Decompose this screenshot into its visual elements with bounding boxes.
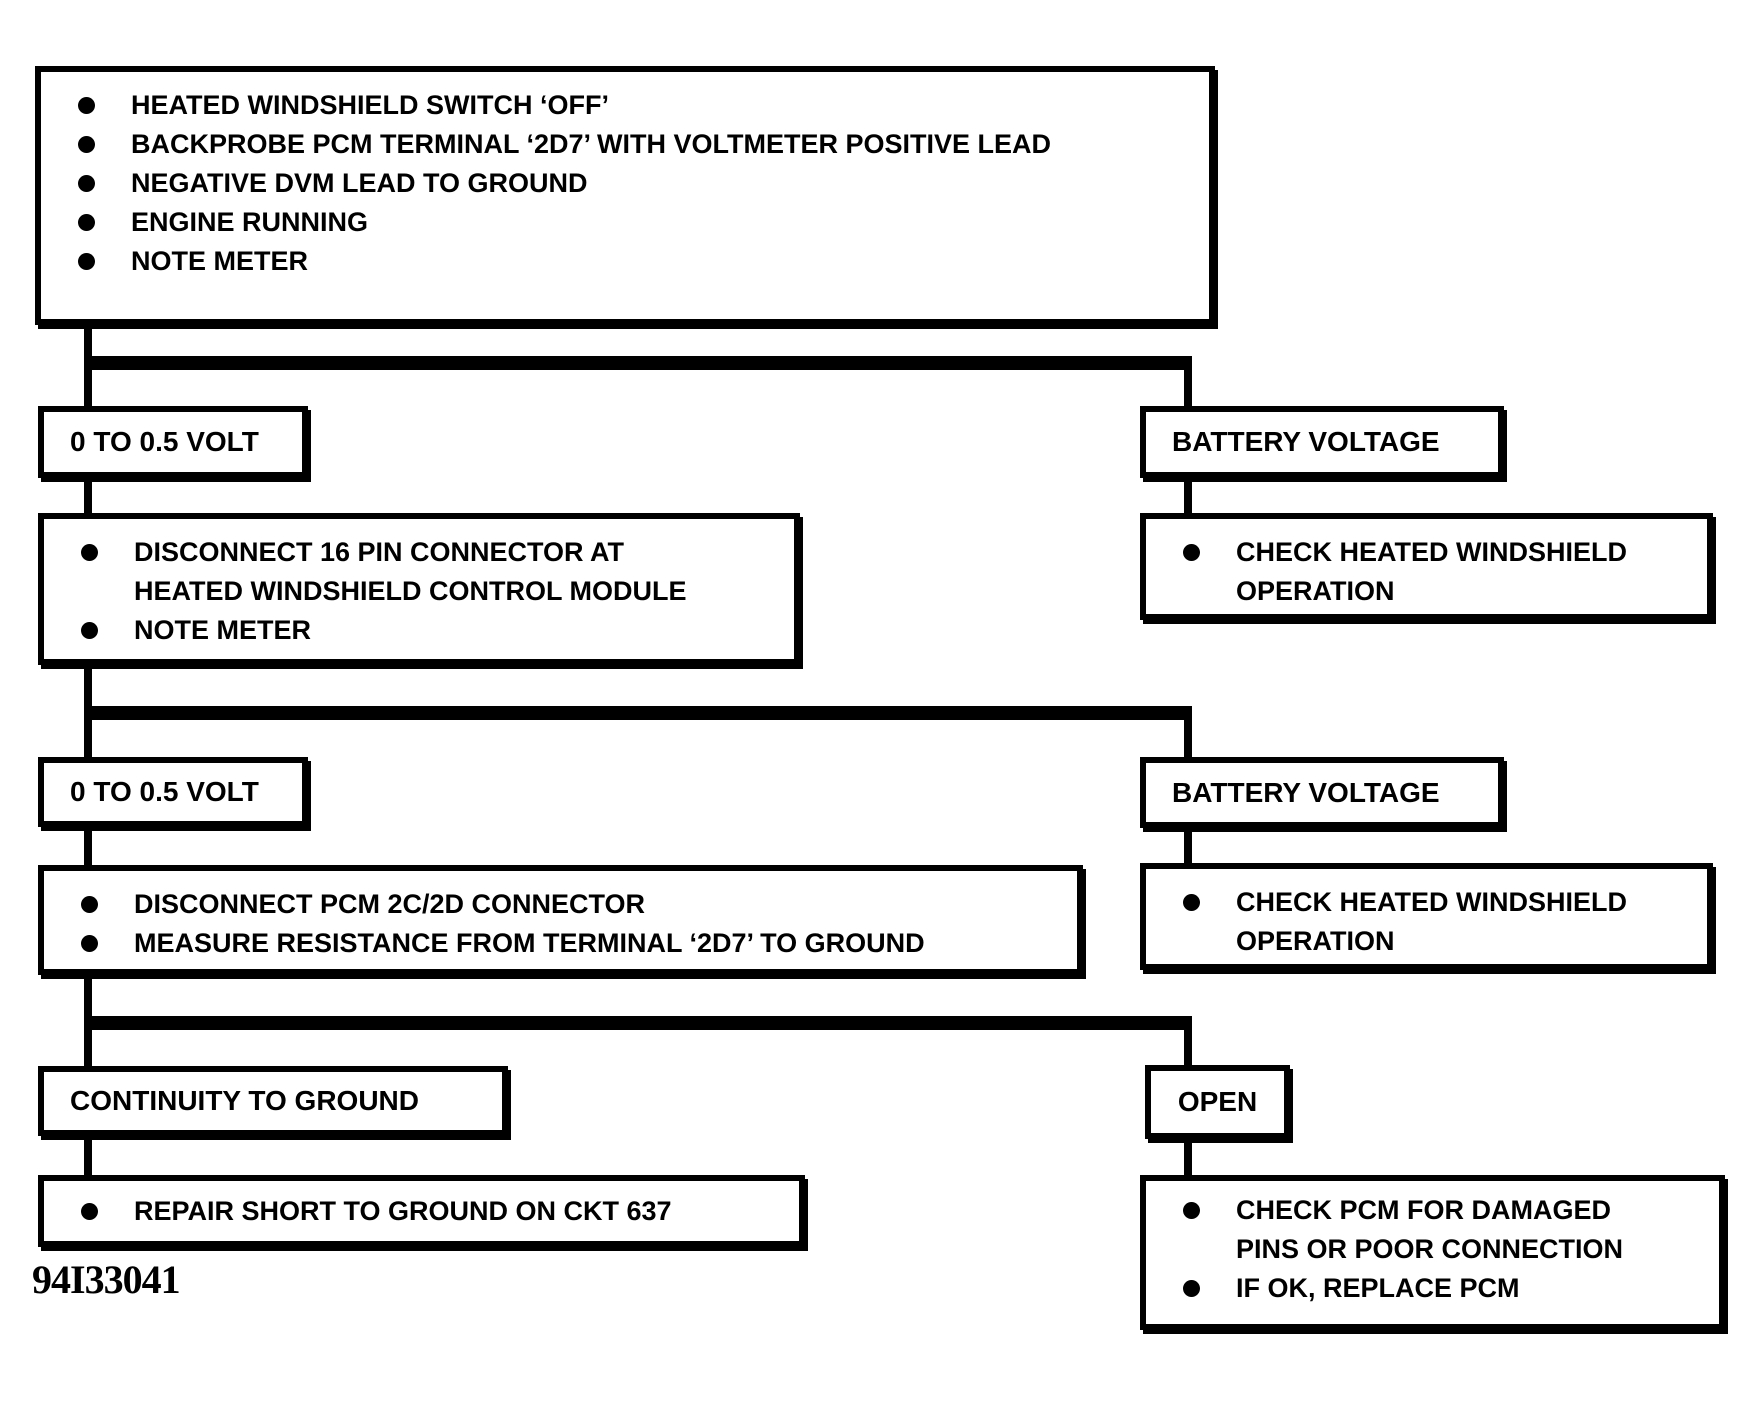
bullet-text-line: MEASURE RESISTANCE FROM TERMINAL ‘2D7’ T…	[134, 928, 925, 958]
bullet-text-line: CHECK HEATED WINDSHIELD	[1236, 537, 1627, 567]
bullet-icon	[1183, 544, 1200, 561]
result-label: 0 TO 0.5 VOLT	[70, 426, 259, 457]
bullet-icon	[1183, 894, 1200, 911]
bullet-text-line: DISCONNECT 16 PIN CONNECTOR AT	[134, 537, 625, 567]
bullet-item: IF OK, REPLACE PCM	[1146, 1269, 1719, 1308]
result-label: BATTERY VOLTAGE	[1172, 426, 1440, 457]
bullet-item: MEASURE RESISTANCE FROM TERMINAL ‘2D7’ T…	[44, 924, 1077, 963]
bullet-item: CHECK HEATED WINDSHIELD OPERATION	[1146, 533, 1707, 611]
bullet-text-line: HEATED WINDSHIELD CONTROL MODULE	[134, 576, 687, 606]
result-box-open: OPEN	[1145, 1065, 1290, 1139]
connector-branch-bar	[84, 706, 1192, 720]
result-label: OPEN	[1177, 1086, 1258, 1117]
bullet-text-line: ENGINE RUNNING	[131, 207, 369, 237]
bullet-icon	[78, 214, 95, 231]
result-label: BATTERY VOLTAGE	[1172, 776, 1440, 808]
action-box-check-pcm-pins: CHECK PCM FOR DAMAGED PINS OR POOR CONNE…	[1140, 1175, 1725, 1330]
action-box-repair-short-ckt-637: REPAIR SHORT TO GROUND ON CKT 637	[38, 1175, 805, 1247]
bullet-item: ENGINE RUNNING	[41, 203, 1209, 242]
bullet-text-line: CHECK PCM FOR DAMAGED	[1236, 1195, 1611, 1225]
figure-number: 94I33041	[32, 1257, 181, 1302]
bullet-text-line: BACKPROBE PCM TERMINAL ‘2D7’ WITH VOLTME…	[131, 129, 1052, 159]
bullet-icon	[81, 1202, 98, 1220]
result-box-0-to-0.5-volt-1: 0 TO 0.5 VOLT	[38, 406, 308, 478]
bullet-text-line: PINS OR POOR CONNECTION	[1236, 1234, 1624, 1264]
bullet-icon	[78, 175, 95, 192]
bullet-text-line: OPERATION	[1236, 926, 1395, 956]
result-label: 0 TO 0.5 VOLT	[70, 776, 259, 807]
bullet-item: NEGATIVE DVM LEAD TO GROUND	[41, 164, 1209, 203]
result-box-battery-voltage-2: BATTERY VOLTAGE	[1140, 757, 1504, 828]
action-box-check-heated-windshield-operation-2: CHECK HEATED WINDSHIELD OPERATION	[1140, 863, 1713, 970]
connector-vertical	[84, 478, 92, 513]
bullet-text-line: HEATED WINDSHIELD SWITCH ‘OFF’	[131, 90, 609, 120]
result-box-continuity-to-ground: CONTINUITY TO GROUND	[38, 1066, 508, 1136]
bullet-text-line: NEGATIVE DVM LEAD TO GROUND	[131, 168, 588, 198]
bullet-text-line: NOTE METER	[131, 246, 309, 276]
bullet-item: NOTE METER	[44, 611, 794, 650]
bullet-text-line: DISCONNECT PCM 2C/2D CONNECTOR	[134, 889, 646, 919]
bullet-icon	[81, 896, 98, 913]
bullet-item: DISCONNECT 16 PIN CONNECTOR AT HEATED WI…	[44, 533, 794, 611]
bullet-item: BACKPROBE PCM TERMINAL ‘2D7’ WITH VOLTME…	[41, 125, 1209, 164]
bullet-icon	[81, 935, 98, 952]
bullet-icon	[81, 622, 98, 639]
bullet-text-line: NOTE METER	[134, 615, 312, 645]
bullet-icon	[78, 136, 95, 153]
result-box-battery-voltage-1: BATTERY VOLTAGE	[1140, 406, 1504, 478]
result-label: CONTINUITY TO GROUND	[70, 1085, 419, 1116]
bullet-text-line: IF OK, REPLACE PCM	[1236, 1273, 1520, 1303]
action-box-disconnect-pcm-connector: DISCONNECT PCM 2C/2D CONNECTOR MEASURE R…	[38, 865, 1083, 975]
connector-vertical	[1184, 1022, 1192, 1065]
result-box-0-to-0.5-volt-2: 0 TO 0.5 VOLT	[38, 757, 308, 827]
bullet-item: NOTE METER	[41, 242, 1209, 281]
bullet-item: REPAIR SHORT TO GROUND ON CKT 637	[44, 1192, 672, 1231]
connector-vertical	[1184, 478, 1192, 513]
bullet-text-line: REPAIR SHORT TO GROUND ON CKT 637	[134, 1195, 672, 1226]
bullet-icon	[81, 544, 98, 561]
connector-vertical	[1184, 362, 1192, 406]
connector-vertical	[1184, 828, 1192, 863]
connector-vertical	[1184, 712, 1192, 757]
bullet-item: CHECK PCM FOR DAMAGED PINS OR POOR CONNE…	[1146, 1191, 1719, 1269]
initial-test-conditions-box: HEATED WINDSHIELD SWITCH ‘OFF’ BACKPROBE…	[35, 66, 1215, 325]
bullet-item: DISCONNECT PCM 2C/2D CONNECTOR	[44, 885, 1077, 924]
bullet-icon	[1183, 1280, 1200, 1297]
bullet-text-line: OPERATION	[1236, 576, 1395, 606]
bullet-icon	[1183, 1202, 1200, 1219]
bullet-text-line: CHECK HEATED WINDSHIELD	[1236, 887, 1627, 917]
connector-vertical	[84, 827, 92, 865]
action-box-disconnect-16-pin: DISCONNECT 16 PIN CONNECTOR AT HEATED WI…	[38, 513, 800, 665]
connector-branch-bar	[84, 356, 1192, 370]
connector-vertical	[84, 1136, 92, 1175]
bullet-item: HEATED WINDSHIELD SWITCH ‘OFF’	[41, 86, 1209, 125]
action-box-check-heated-windshield-operation-1: CHECK HEATED WINDSHIELD OPERATION	[1140, 513, 1713, 620]
bullet-icon	[78, 97, 95, 114]
connector-vertical	[1184, 1139, 1192, 1175]
bullet-icon	[78, 253, 95, 270]
bullet-item: CHECK HEATED WINDSHIELD OPERATION	[1146, 883, 1707, 961]
connector-branch-bar	[84, 1016, 1192, 1030]
